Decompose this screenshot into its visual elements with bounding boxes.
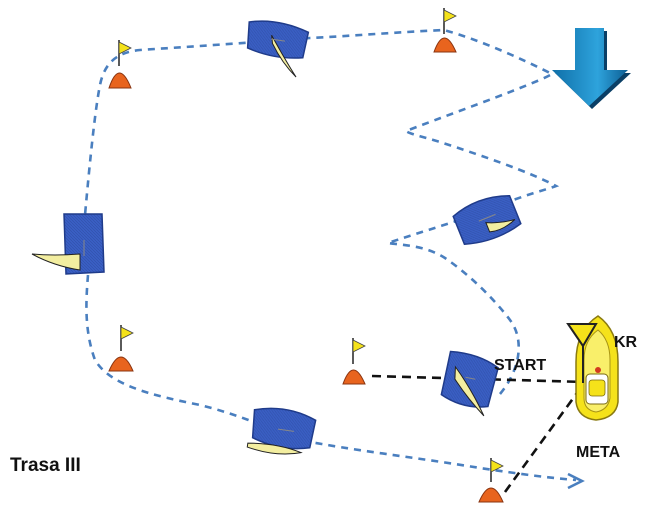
sailboat-icon	[440, 350, 500, 417]
marker-buoy-icon	[478, 458, 504, 503]
committee-boat-icon	[566, 315, 619, 421]
start-label: START	[494, 357, 547, 374]
finish-line	[503, 381, 587, 493]
finish-label: META	[576, 444, 621, 461]
wind-direction-arrow-icon	[552, 28, 631, 109]
sailboat-icon	[246, 20, 310, 78]
sailboat-icon	[246, 407, 317, 455]
marker-buoy-icon	[108, 325, 134, 372]
committee-boat-label: KR	[614, 334, 638, 351]
sailboat-icon	[452, 195, 522, 246]
marker-buoy-icon	[342, 338, 366, 385]
course-title: Trasa III	[10, 455, 81, 476]
sailboat-icon	[31, 213, 105, 275]
course-finish-arrowhead	[567, 472, 585, 490]
marker-buoy-icon	[108, 40, 132, 89]
marker-buoy-icon	[433, 8, 457, 53]
course-path	[83, 28, 585, 490]
